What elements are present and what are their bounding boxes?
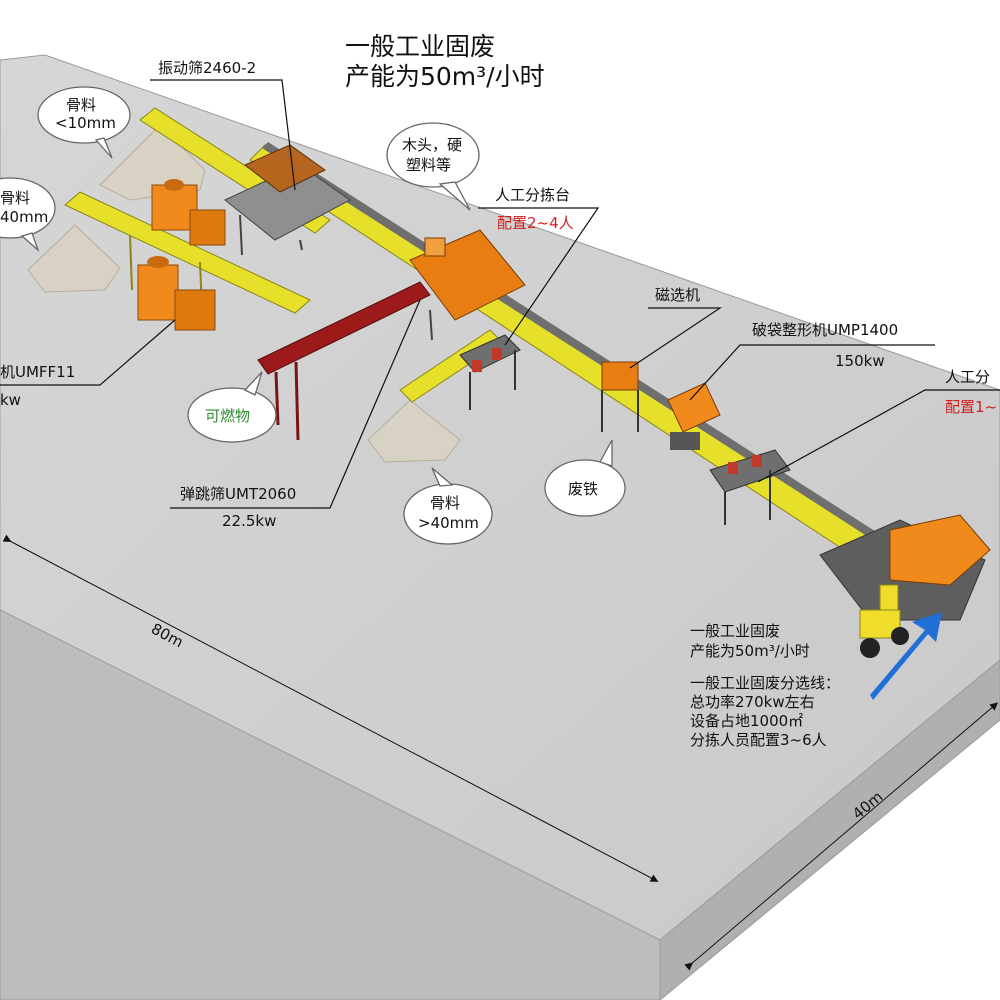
- pile-aggregate-mid: [27, 224, 121, 293]
- summary-line-5: 设备占地1000㎡: [690, 712, 803, 730]
- label-aggregate-small-1: 骨料: [66, 96, 96, 114]
- label-manual-sort-1-staff: 配置2~4人: [497, 214, 574, 232]
- summary-line-6: 分拣人员配置3~6人: [690, 731, 827, 749]
- bubble-combustibles: 可燃物: [187, 371, 277, 443]
- label-manual-sort-1: 人工分拣台: [495, 186, 570, 204]
- summary-line-1: 一般工业固废: [690, 622, 780, 640]
- bubble-wood-plastic: 木头，硬 塑料等: [386, 122, 480, 211]
- summary-line-2: 产能为50m³/小时: [690, 642, 810, 660]
- label-aggregate-large-1: 骨料: [430, 494, 460, 512]
- label-bounce-screen-power: 22.5kw: [222, 512, 276, 530]
- summary-line-3: 一般工业固废分选线：: [690, 674, 840, 692]
- label-aggregate-mid-2: 40mm: [0, 208, 48, 226]
- label-bag-breaker: 破袋整形机UMP1400: [752, 321, 898, 339]
- label-aggregate-small-2: <10mm: [55, 114, 116, 132]
- air-separator-upper: [151, 179, 226, 246]
- title-line-2: 产能为50m³/小时: [345, 62, 545, 91]
- air-separator-lower: [137, 256, 216, 331]
- label-vibrating-screen: 振动筛2460-2: [158, 59, 256, 77]
- summary-line-4: 总功率270kw左右: [690, 693, 815, 711]
- label-aggregate-large-2: >40mm: [418, 514, 479, 532]
- label-scrap-iron: 废铁: [568, 480, 598, 498]
- title-line-1: 一般工业固废: [345, 32, 495, 61]
- label-bounce-screen: 弹跳筛UMT2060: [180, 485, 296, 503]
- manual-sorting-table-2: [709, 449, 791, 525]
- label-magnetic-separator: 磁选机: [655, 286, 700, 304]
- pile-aggregate-large: [367, 399, 461, 463]
- bounce-screen-machine: [409, 229, 526, 341]
- label-bag-breaker-power: 150kw: [835, 352, 885, 370]
- label-manual-sort-2-staff: 配置1~: [945, 398, 997, 416]
- label-aggregate-mid-1: 骨料: [0, 189, 30, 207]
- bag-breaker-machine: [667, 382, 721, 450]
- wheel-loader: [859, 584, 909, 658]
- label-combustibles: 可燃物: [205, 407, 250, 425]
- bubble-scrap-iron: 废铁: [544, 439, 626, 517]
- label-manual-sort-2: 人工分: [945, 368, 990, 386]
- label-air-separator: 机UMFF11: [0, 363, 75, 381]
- bubble-aggregate-mid: 骨料 40mm: [0, 177, 56, 253]
- vibrating-screen-machine: [224, 144, 351, 256]
- feed-direction-arrow: [870, 612, 942, 700]
- label-wood-2: 塑料等: [406, 156, 451, 174]
- bubble-aggregate-small: 骨料 <10mm: [37, 86, 131, 159]
- label-air-separator-power: kw: [0, 391, 21, 409]
- combustibles-conveyor: [257, 281, 431, 441]
- label-wood-1: 木头，硬: [402, 136, 462, 154]
- bubble-aggregate-large: 骨料 >40mm: [403, 467, 493, 545]
- feed-hopper: [819, 514, 991, 621]
- summary-block: 一般工业固废 产能为50m³/小时 一般工业固废分选线： 总功率270kw左右 …: [690, 622, 840, 749]
